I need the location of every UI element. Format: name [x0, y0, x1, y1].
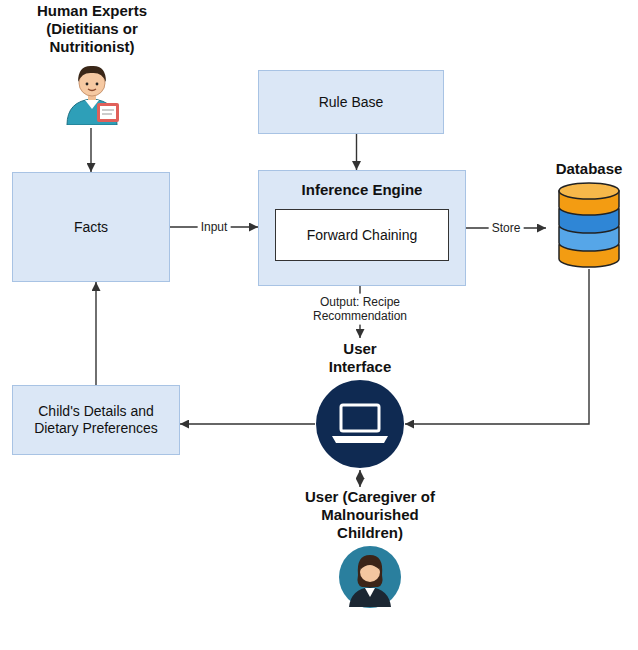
- person-icon-part: [365, 588, 375, 597]
- node-label: Human Experts (Dietitians or Nutritionis…: [22, 2, 162, 56]
- expert-icon: [57, 59, 127, 125]
- person-icon: [338, 545, 402, 609]
- connector-arrow: [90, 128, 91, 172]
- node-label: User (Caregiver of Malnourished Children…: [300, 488, 440, 542]
- node-label: Rule Base: [319, 94, 384, 111]
- expert-icon-part: [86, 83, 89, 86]
- person-icon-part: [360, 561, 380, 570]
- edge-label: Store: [489, 220, 524, 236]
- laptop-icon-part: [316, 380, 404, 468]
- connector-arrow: [359, 470, 360, 487]
- edge-label: Input: [198, 219, 231, 235]
- node-label: Child's Details and Dietary Preferences: [21, 403, 171, 437]
- node-label: User Interface: [310, 340, 410, 376]
- node-label: Forward Chaining: [307, 227, 418, 244]
- person-icon: [338, 545, 402, 609]
- expert-icon-part: [88, 89, 96, 91]
- laptop-icon-part: [332, 436, 388, 443]
- laptop-icon-part: [341, 405, 379, 431]
- expert-icon: [57, 59, 127, 125]
- facts-box: Facts: [12, 172, 170, 282]
- user-actor: User (Caregiver of Malnourished Children…: [300, 488, 440, 609]
- inference-engine-box: Inference EngineForward Chaining: [258, 170, 466, 286]
- user-interface: User Interface: [310, 340, 410, 469]
- expert-icon-part: [97, 103, 119, 122]
- person-icon-part: [358, 555, 383, 587]
- expert-icon-part: [102, 110, 114, 111]
- laptop-icon: [315, 379, 405, 469]
- node-label: Inference Engine: [267, 181, 457, 199]
- connector-arrow: [95, 282, 96, 385]
- expert-icon-part: [96, 83, 99, 86]
- laptop-icon: [315, 379, 405, 469]
- connector-arrow: [180, 423, 315, 424]
- person-icon-part: [339, 546, 401, 608]
- connector-arrow: [405, 269, 589, 424]
- expert-actor: Human Experts (Dietitians or Nutritionis…: [22, 2, 162, 125]
- node-label: Database: [556, 160, 623, 178]
- database-store: Database: [546, 160, 632, 269]
- db-icon-part: [559, 183, 619, 199]
- db-icon: [554, 181, 624, 269]
- expert-icon-part: [78, 66, 106, 82]
- child-details-box: Child's Details and Dietary Preferences: [12, 385, 180, 455]
- edge-label: Output: Recipe Recommendation: [282, 294, 438, 325]
- rule-base-box: Rule Base: [258, 70, 444, 134]
- connector-arrow: [356, 134, 357, 170]
- db-icon: [554, 181, 624, 269]
- expert-icon-part: [102, 114, 112, 115]
- node-label: Facts: [74, 219, 108, 236]
- expert-icon-part: [100, 106, 116, 119]
- expert-icon-part: [85, 100, 99, 109]
- person-icon-part: [349, 587, 391, 607]
- forward-chaining-box: Forward Chaining: [275, 209, 449, 261]
